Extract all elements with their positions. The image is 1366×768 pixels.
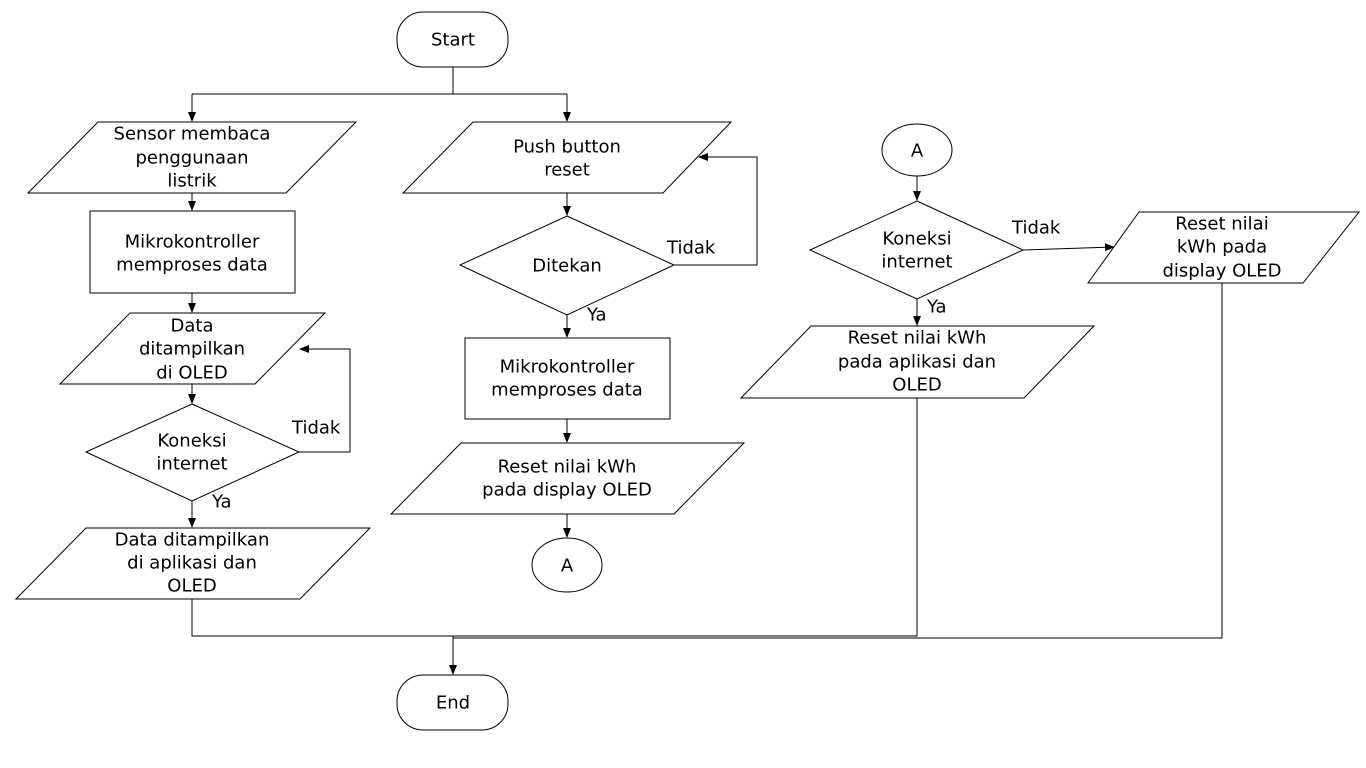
sensor-line-3: listrik bbox=[167, 171, 217, 192]
reset-display-line-1: Reset nilai bbox=[1175, 214, 1268, 235]
connector-left-merge bbox=[191, 398, 918, 637]
io-reset-display-oled: Reset nilai kWh pada display OLED bbox=[1087, 211, 1361, 284]
reset-oled-line-2: pada display OLED bbox=[482, 480, 652, 501]
output-left-line-1: Data ditampilkan bbox=[115, 530, 270, 551]
label-right-tidak: Tidak bbox=[1011, 218, 1061, 239]
start-label: Start bbox=[431, 30, 475, 51]
process-left-line-1: Mikrokontroller bbox=[125, 232, 260, 253]
io-sensor: Sensor membaca penggunaan listrik bbox=[26, 121, 358, 194]
display-left-line-1: Data bbox=[171, 316, 214, 337]
arrow-left-tidak-loop bbox=[299, 345, 351, 453]
terminal-start: Start bbox=[396, 11, 509, 68]
reset-oled-line-1: Reset nilai kWh bbox=[498, 457, 637, 478]
connector-a-in: A bbox=[881, 123, 953, 177]
arrow-middle-tidak-loop bbox=[674, 153, 758, 266]
decision-right: Koneksi internet bbox=[808, 200, 1025, 300]
terminal-end: End bbox=[396, 674, 509, 731]
end-label: End bbox=[436, 693, 470, 714]
label-right-ya: Ya bbox=[926, 297, 947, 318]
process-middle-line-2: memproses data bbox=[491, 380, 643, 401]
connector-a-out-label: A bbox=[561, 556, 574, 577]
connector-right-merge bbox=[453, 283, 1223, 639]
decision-left-line-2: internet bbox=[156, 454, 227, 475]
decision-right-line-2: internet bbox=[881, 252, 952, 273]
io-reset-oled: Reset nilai kWh pada display OLED bbox=[389, 442, 746, 515]
reset-app-line-1: Reset nilai kWh bbox=[848, 328, 987, 349]
process-middle-line-1: Mikrokontroller bbox=[500, 357, 635, 378]
decision-ditekan: Ditekan bbox=[458, 215, 676, 316]
decision-right-line-1: Koneksi bbox=[882, 229, 951, 250]
sensor-line-1: Sensor membaca bbox=[114, 124, 271, 145]
reset-display-line-2: kWh pada bbox=[1177, 237, 1267, 258]
display-left-line-2: ditampilkan bbox=[139, 339, 245, 360]
output-left-line-3: OLED bbox=[167, 576, 216, 597]
ditekan-label: Ditekan bbox=[532, 256, 602, 277]
io-reset-app-oled: Reset nilai kWh pada aplikasi dan OLED bbox=[739, 325, 1096, 399]
io-push-button: Push button reset bbox=[401, 121, 733, 194]
arrow-right-tidak bbox=[1022, 243, 1115, 252]
reset-app-line-2: pada aplikasi dan bbox=[838, 352, 996, 373]
display-left-line-3: di OLED bbox=[156, 363, 228, 384]
label-left-tidak: Tidak bbox=[291, 418, 341, 439]
decision-left: Koneksi internet bbox=[84, 403, 301, 502]
push-button-line-1: Push button bbox=[513, 137, 621, 158]
process-left-line-2: memproses data bbox=[116, 255, 268, 276]
label-left-ya: Ya bbox=[211, 492, 232, 513]
reset-display-line-3: display OLED bbox=[1162, 261, 1281, 282]
push-button-line-2: reset bbox=[544, 160, 590, 181]
connector-a-in-label: A bbox=[911, 141, 924, 162]
process-middle: Mikrokontroller memproses data bbox=[464, 337, 671, 420]
output-left-line-2: di aplikasi dan bbox=[127, 553, 257, 574]
decision-left-line-1: Koneksi bbox=[157, 431, 226, 452]
label-middle-tidak: Tidak bbox=[666, 238, 716, 259]
connectors bbox=[188, 67, 1223, 675]
io-display-left: Data ditampilkan di OLED bbox=[58, 312, 327, 385]
reset-app-line-3: OLED bbox=[892, 375, 941, 396]
sensor-line-2: penggunaan bbox=[135, 148, 248, 169]
io-output-left: Data ditampilkan di aplikasi dan OLED bbox=[14, 527, 372, 600]
label-middle-ya: Ya bbox=[586, 305, 607, 326]
process-left: Mikrokontroller memproses data bbox=[89, 210, 296, 294]
connector-a-out: A bbox=[531, 537, 603, 593]
